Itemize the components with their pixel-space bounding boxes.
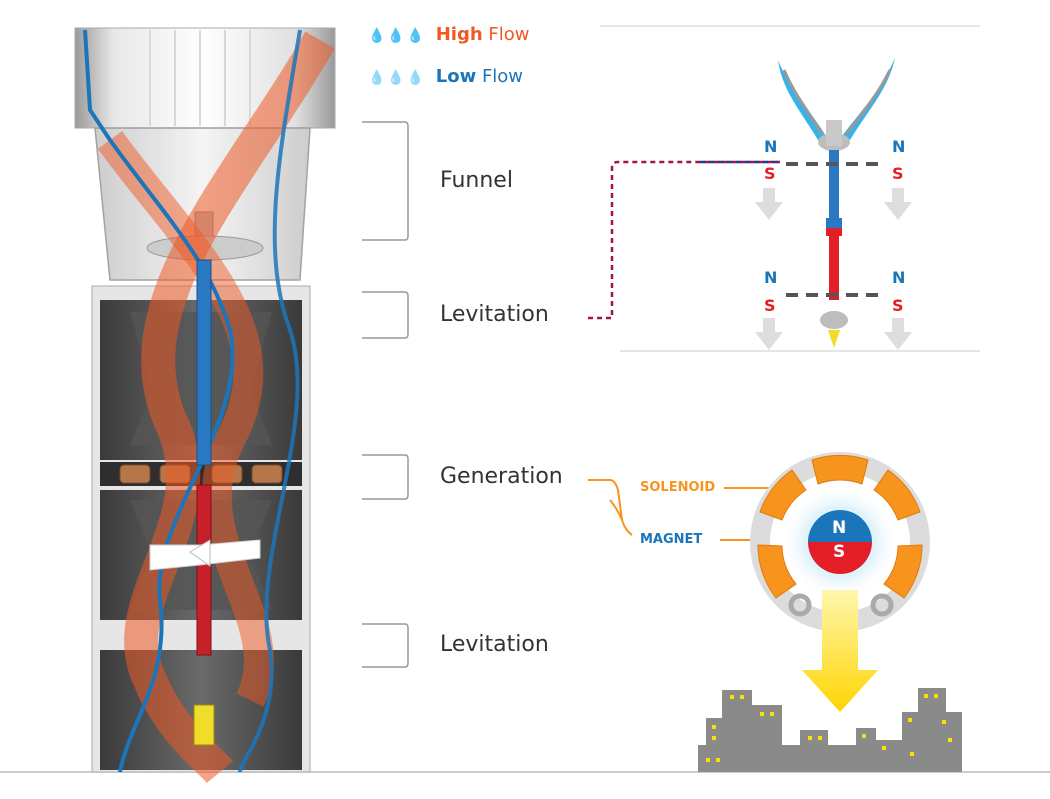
arrow-down-icon	[755, 188, 912, 350]
magnet-n: N	[832, 518, 847, 538]
magnet-label: MAGNET	[640, 532, 703, 547]
water-drop-icon: 💧💧💧	[368, 28, 427, 44]
pole-s-tr: S	[892, 164, 904, 183]
pole-s-br: S	[892, 296, 904, 315]
pole-n-tr: N	[892, 137, 906, 156]
water-drop-icon: 💧💧💧	[368, 70, 427, 86]
section-brackets	[362, 121, 409, 668]
generator-detail	[588, 452, 930, 712]
legend-high-bold: High	[435, 24, 483, 45]
pole-n-bl: N	[764, 268, 778, 287]
pole-n-br: N	[892, 268, 906, 287]
turbine-cross-section	[74, 27, 336, 784]
power-arrow-icon	[802, 590, 878, 712]
legend-low-rest: Flow	[481, 66, 524, 87]
solenoid-label: SOLENOID	[640, 480, 716, 495]
legend-low-flow: 💧💧💧 Low Flow	[368, 66, 523, 87]
label-funnel: Funnel	[440, 168, 513, 193]
magnet-s: S	[833, 542, 846, 562]
legend-high-flow: 💧💧💧 High Flow	[368, 24, 530, 45]
legend-low-bold: Low	[435, 66, 477, 87]
pole-s-tl: S	[764, 164, 776, 183]
label-generation: Generation	[440, 464, 563, 489]
legend-high-rest: Flow	[488, 24, 530, 45]
pole-s-bl: S	[764, 296, 776, 315]
high-flow-path	[124, 31, 335, 784]
label-levitation-bottom: Levitation	[440, 632, 549, 657]
label-levitation-top: Levitation	[440, 302, 549, 327]
pole-n-tl: N	[764, 137, 778, 156]
levitation-detail	[755, 58, 912, 350]
city-icon	[698, 688, 962, 772]
low-flow-path	[83, 29, 235, 773]
solenoid-coils	[757, 454, 923, 599]
